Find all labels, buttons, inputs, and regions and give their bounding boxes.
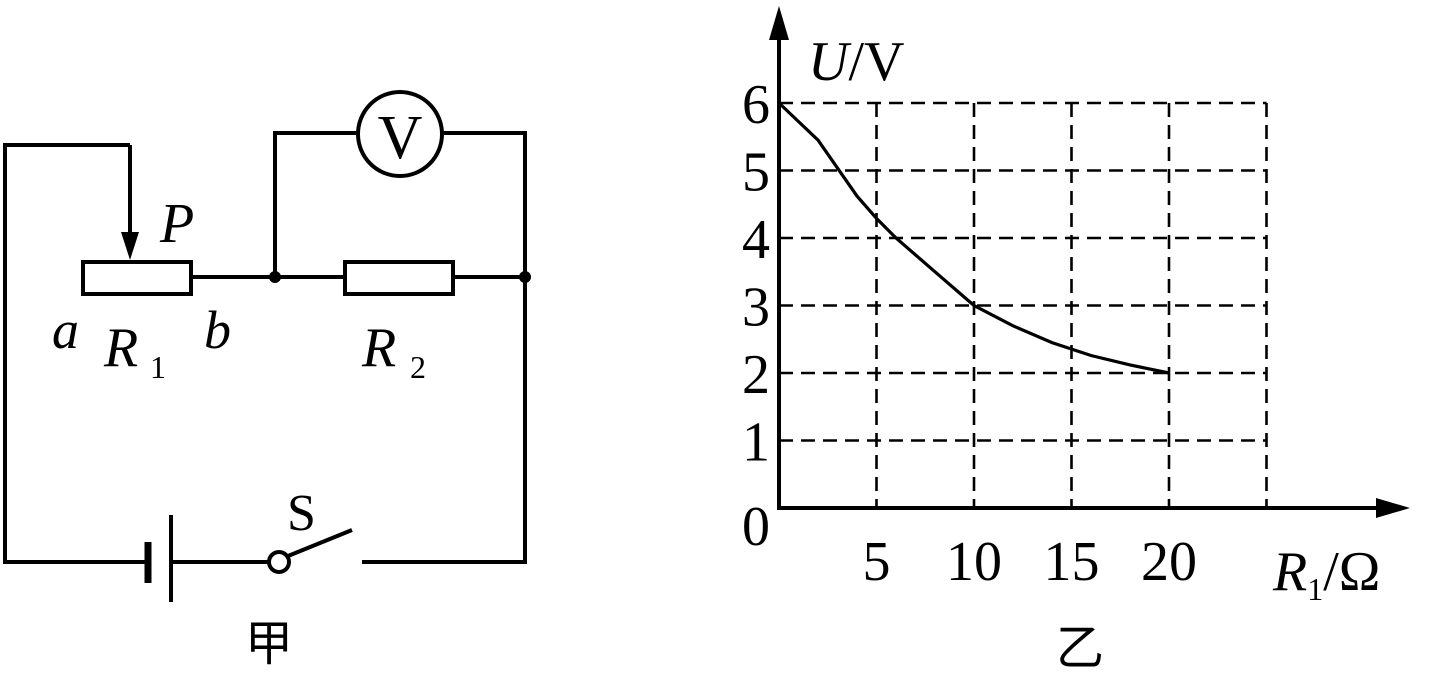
voltmeter-label: V xyxy=(378,104,423,172)
y-axis-letter: U xyxy=(808,31,852,93)
r2-resistor xyxy=(343,260,455,296)
x-axis-letter: R xyxy=(1272,541,1307,603)
axes xyxy=(769,6,1410,518)
y-tick-label: 1 xyxy=(742,412,770,474)
r2-letter: R xyxy=(361,317,396,379)
x-axis-arrow xyxy=(1376,498,1410,518)
x-axis-unit: /Ω xyxy=(1323,541,1380,603)
circuit-caption: 甲 xyxy=(245,616,293,672)
r1-rheostat xyxy=(81,260,193,296)
switch-label: S xyxy=(287,485,316,542)
y-tick-label: 5 xyxy=(742,142,770,204)
switch-blade xyxy=(287,528,353,558)
y-axis-label: U/V xyxy=(808,31,904,93)
x-tick-label: 5 xyxy=(863,531,891,593)
wire-voltmeter-left xyxy=(273,131,358,277)
wire-left-loop xyxy=(3,143,148,564)
series-line xyxy=(777,101,1170,375)
y-tick-label: 4 xyxy=(742,209,770,271)
end-a-label: a xyxy=(52,300,79,360)
y-tick-label: 2 xyxy=(742,344,770,406)
end-b-label: b xyxy=(204,300,231,360)
r1-letter: R xyxy=(103,317,138,379)
graph-caption: 乙 xyxy=(1056,620,1104,676)
y-tick-label: 6 xyxy=(742,74,770,136)
voltmeter xyxy=(356,90,444,178)
x-axis-subscript: 1 xyxy=(1307,571,1323,607)
r1-subscript: 1 xyxy=(150,349,166,385)
slider-arrow xyxy=(121,232,139,260)
x-axis-label: R1/Ω xyxy=(1272,541,1380,607)
y-axis-arrow xyxy=(769,6,789,40)
x-tick-label: 15 xyxy=(1044,531,1100,593)
origin-label: 0 xyxy=(742,496,770,558)
circuit-diagram: V P a b R 1 R 2 S 甲 xyxy=(3,90,531,672)
y-tick-label: 3 xyxy=(742,277,770,339)
grid-lines xyxy=(779,101,1268,508)
switch-pivot xyxy=(267,550,291,574)
x-tick-label: 20 xyxy=(1141,531,1197,593)
slider-label: P xyxy=(159,193,194,255)
r2-subscript: 2 xyxy=(410,349,426,385)
x-tick-label: 10 xyxy=(946,531,1002,593)
wire-voltmeter-right xyxy=(362,131,527,564)
y-axis-unit: /V xyxy=(848,31,904,93)
